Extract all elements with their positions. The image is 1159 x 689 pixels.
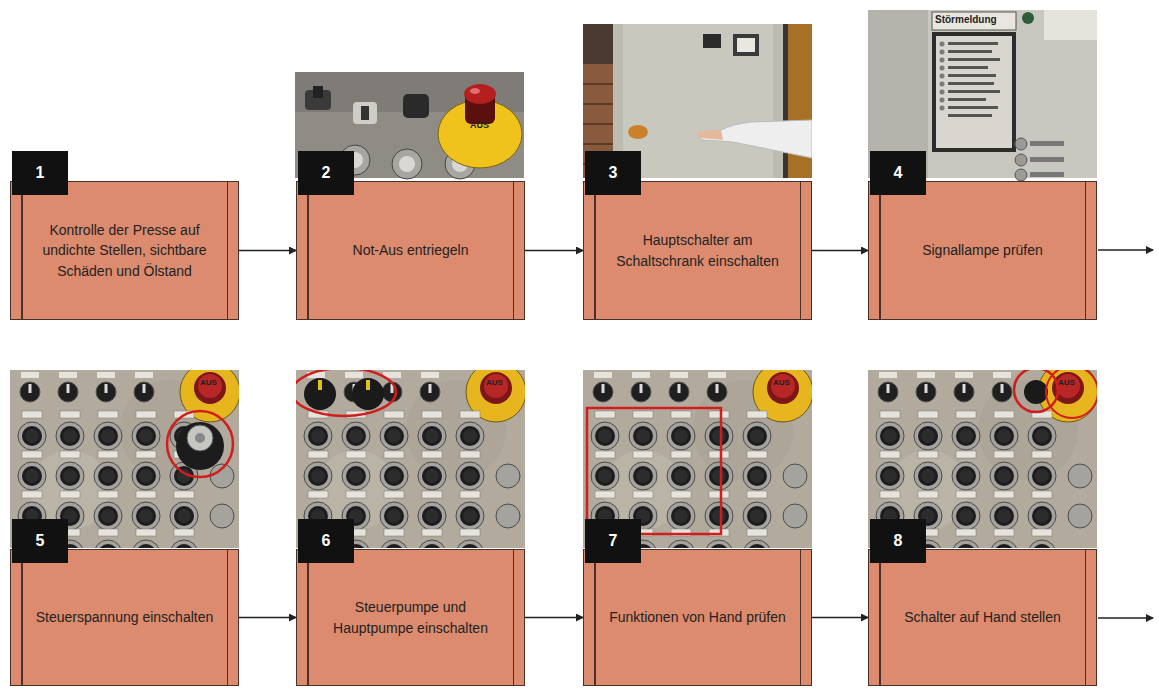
photo-label: AUS: [1058, 378, 1075, 387]
step-text: Signallampe prüfen: [900, 240, 1065, 260]
process-box: 4Signallampe prüfen: [868, 181, 1097, 320]
flow-arrow: [812, 250, 868, 251]
step-number: 6: [298, 519, 354, 563]
process-box: 5Steuerspannung einschalten: [10, 549, 239, 686]
flow-arrow: [812, 617, 868, 618]
process-box: 8Schalter auf Hand stellen: [868, 549, 1097, 686]
step-text: Kontrolle der Presse auf undichte Stelle…: [11, 220, 238, 281]
photo-label: AUS: [200, 378, 217, 387]
step-number: 7: [585, 519, 641, 563]
flow-arrow: [239, 250, 296, 251]
step-number: 3: [585, 151, 641, 195]
continuation-arrow: [1098, 249, 1153, 250]
step-text: Steuerspannung einschalten: [14, 607, 235, 627]
photo-label: AUS: [486, 378, 503, 387]
process-box: 6Steuerpumpe und Hauptpumpe einschalten: [296, 549, 525, 686]
process-box: 2Not-Aus entriegeln: [296, 181, 525, 320]
step-text: Funktionen von Hand prüfen: [587, 607, 808, 627]
flow-arrow: [239, 617, 296, 618]
step-text: Schalter auf Hand stellen: [882, 607, 1082, 627]
photo-panel: [868, 362, 1098, 568]
step-text: Steuerpumpe und Hauptpumpe einschalten: [297, 597, 524, 638]
photo-label: AUS: [470, 120, 489, 130]
photo-panel: [583, 362, 813, 568]
photo-label: AUS: [773, 378, 790, 387]
flow-arrow: [525, 617, 583, 618]
step-number: 5: [12, 519, 68, 563]
process-box: 7Funktionen von Hand prüfen: [583, 549, 812, 686]
continuation-arrow: [1098, 617, 1153, 618]
step-number: 1: [12, 151, 68, 195]
process-box: 3Hauptschalter am Schaltschrank einschal…: [583, 181, 812, 320]
step-number: 2: [298, 151, 354, 195]
photo-label: Störmeldung: [935, 14, 997, 25]
process-box: 1Kontrolle der Presse auf undichte Stell…: [10, 181, 239, 320]
step-text: Hauptschalter am Schaltschrank einschalt…: [584, 230, 811, 271]
step-number: 4: [870, 151, 926, 195]
photo-panel: [10, 362, 240, 568]
flow-arrow: [525, 250, 583, 251]
step-number: 8: [870, 519, 926, 563]
step-text: Not-Aus entriegeln: [331, 240, 491, 260]
photo-panel: [292, 362, 526, 568]
